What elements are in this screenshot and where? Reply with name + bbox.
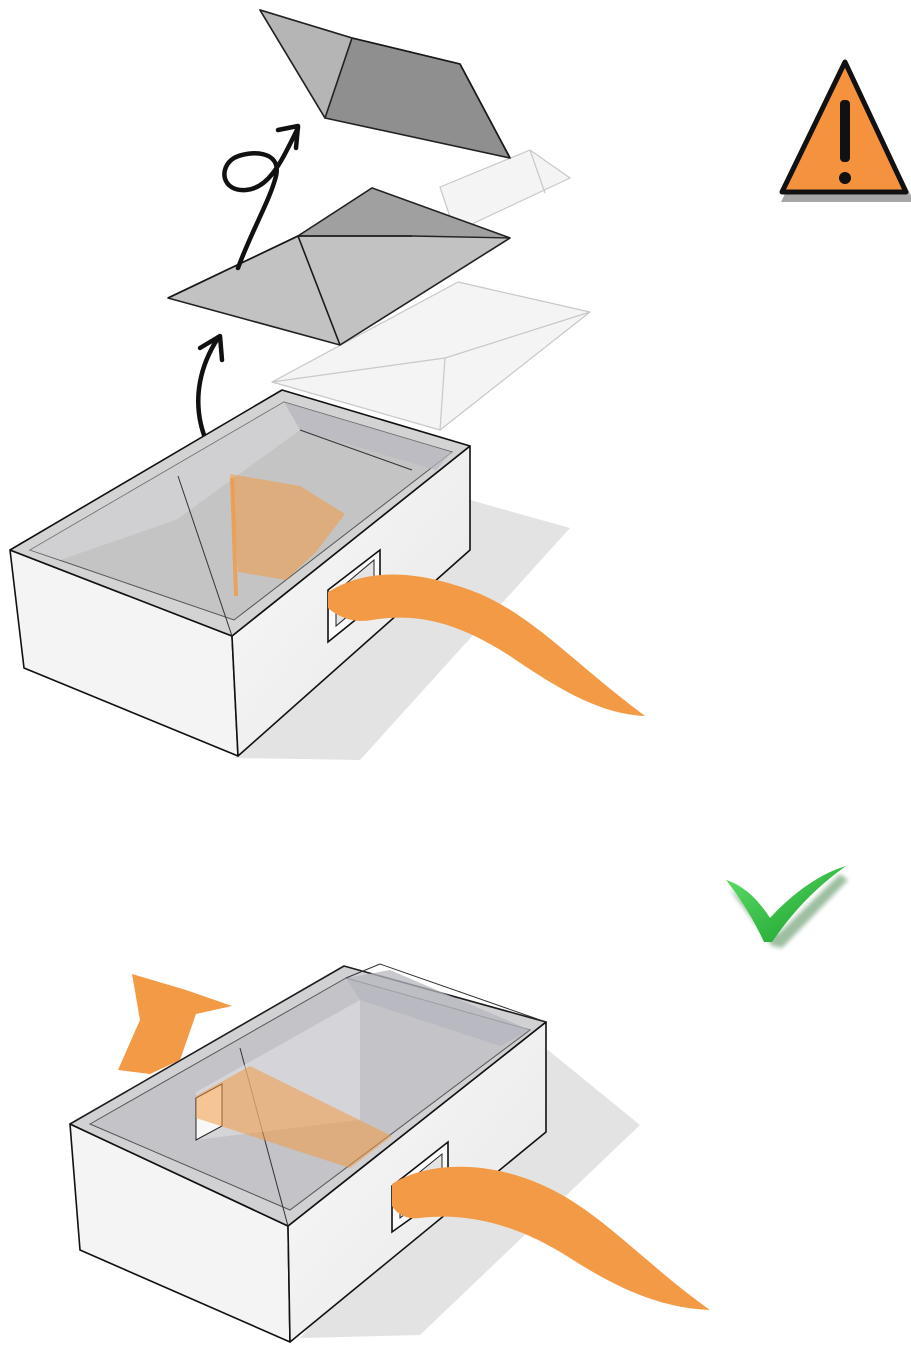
warning-triangle-icon bbox=[781, 62, 911, 202]
panel-vented-roof bbox=[70, 964, 710, 1342]
checkmark-icon bbox=[726, 866, 848, 948]
panel-roof-uplift bbox=[10, 10, 645, 760]
